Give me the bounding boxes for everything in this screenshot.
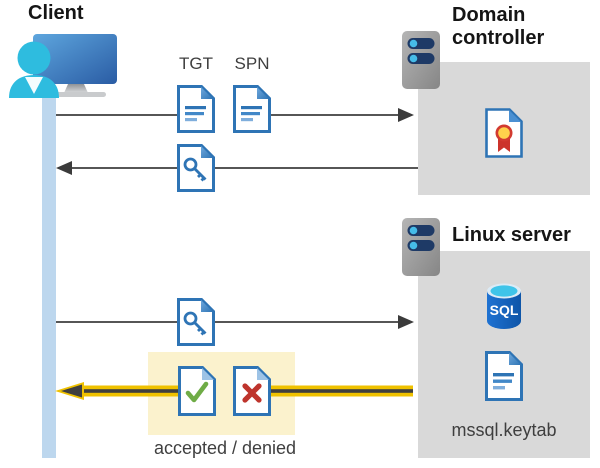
linux-server-title: Linux server — [452, 224, 571, 246]
arrow-right-icon — [398, 315, 414, 329]
client-icon — [9, 34, 117, 98]
tgt-label: TGT — [179, 54, 213, 73]
result-arrow — [55, 382, 413, 400]
tgt-spn-request-arrow — [56, 108, 414, 122]
client-title: Client — [28, 2, 84, 24]
sql-label: SQL — [490, 302, 519, 318]
denied-document-icon — [233, 366, 271, 416]
arrow-left-icon — [56, 161, 72, 175]
key-icon — [183, 157, 207, 182]
ticket-response-arrow — [56, 161, 418, 175]
monitor-icon — [33, 34, 117, 97]
x-icon — [242, 383, 262, 403]
key-document-icon — [177, 298, 215, 346]
accepted-document-icon — [178, 366, 216, 416]
domain-controller-title: Domain controller — [452, 4, 545, 49]
spn-label: SPN — [234, 54, 270, 73]
user-icon — [9, 41, 59, 98]
key-icon — [183, 311, 207, 336]
arrow-left-icon — [55, 382, 84, 400]
sql-database-icon: SQL — [487, 283, 521, 329]
certificate-icon — [485, 108, 523, 158]
check-icon — [185, 381, 209, 403]
domain-controller-server-icon — [402, 31, 440, 89]
linux-server-icon — [402, 218, 440, 276]
keytab-filename: mssql.keytab — [451, 420, 557, 440]
keytab-document-icon — [485, 351, 523, 401]
spn-document-icon — [233, 85, 271, 133]
service-ticket-arrow — [56, 315, 414, 329]
client-lifeline — [42, 94, 56, 458]
result-label: accepted / denied — [153, 438, 297, 458]
arrow-right-icon — [398, 108, 414, 122]
tgt-document-icon — [177, 85, 215, 133]
key-document-icon — [177, 144, 215, 192]
